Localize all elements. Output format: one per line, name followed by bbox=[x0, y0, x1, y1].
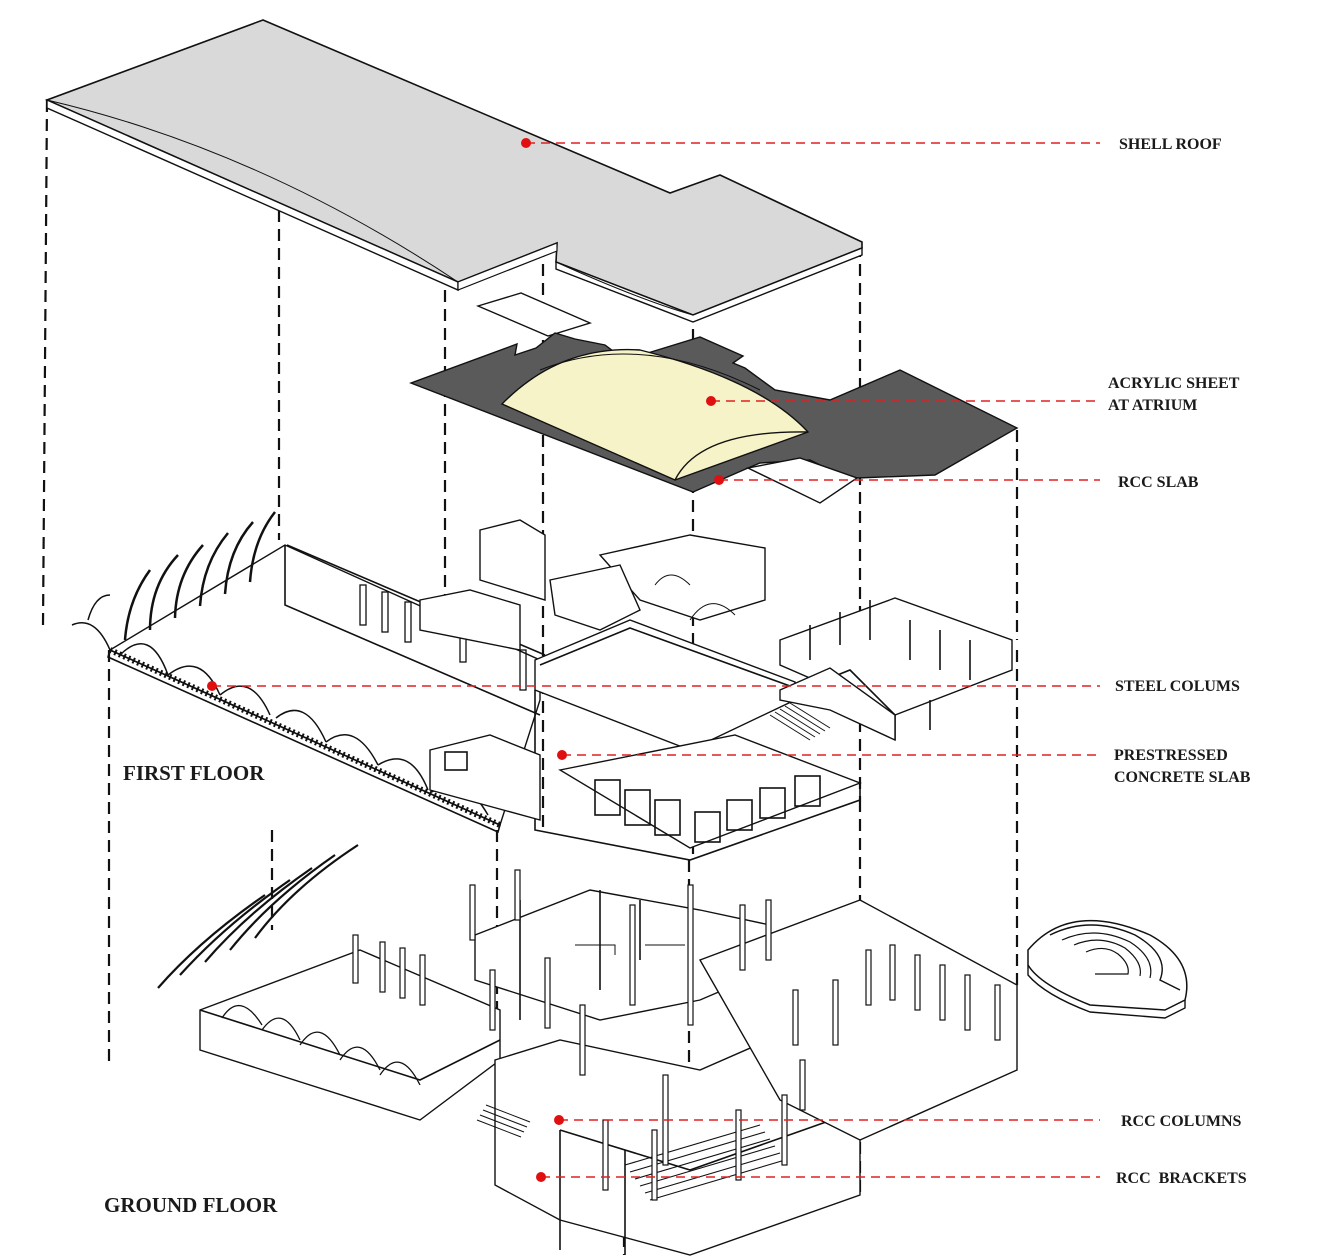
acrylic-sheet-vault bbox=[500, 348, 810, 481]
ground-floor-label: GROUND FLOOR bbox=[104, 1193, 278, 1217]
label-rcc-slab: RCC SLAB bbox=[1118, 474, 1199, 491]
shell-roof bbox=[44, 19, 863, 323]
callout-labels: SHELL ROOF ACRYLIC SHEET AT ATRIUM RCC S… bbox=[1108, 136, 1251, 1187]
ground-floor-plan bbox=[157, 844, 1018, 1256]
amphitheatre bbox=[1027, 919, 1188, 1019]
label-rcc-columns: RCC COLUMNS bbox=[1121, 1113, 1242, 1130]
label-acrylic-sheet-line2: AT ATRIUM bbox=[1108, 397, 1197, 414]
callout-leaders bbox=[207, 138, 1100, 1182]
label-prestressed-slab-line1: PRESTRESSED bbox=[1114, 747, 1228, 764]
first-floor-label: FIRST FLOOR bbox=[123, 761, 265, 785]
label-rcc-brackets: RCC BRACKETS bbox=[1116, 1170, 1247, 1187]
label-acrylic-sheet-line1: ACRYLIC SHEET bbox=[1108, 375, 1240, 392]
label-acrylic-sheet: ACRYLIC SHEET AT ATRIUM bbox=[1108, 375, 1243, 414]
label-prestressed-slab-line2: CONCRETE SLAB bbox=[1114, 769, 1251, 786]
skylight-panel bbox=[475, 292, 593, 337]
label-steel-columns: STEEL COLUMS bbox=[1115, 678, 1240, 695]
label-shell-roof: SHELL ROOF bbox=[1119, 136, 1222, 153]
label-prestressed-slab: PRESTRESSED CONCRETE SLAB bbox=[1114, 747, 1251, 786]
